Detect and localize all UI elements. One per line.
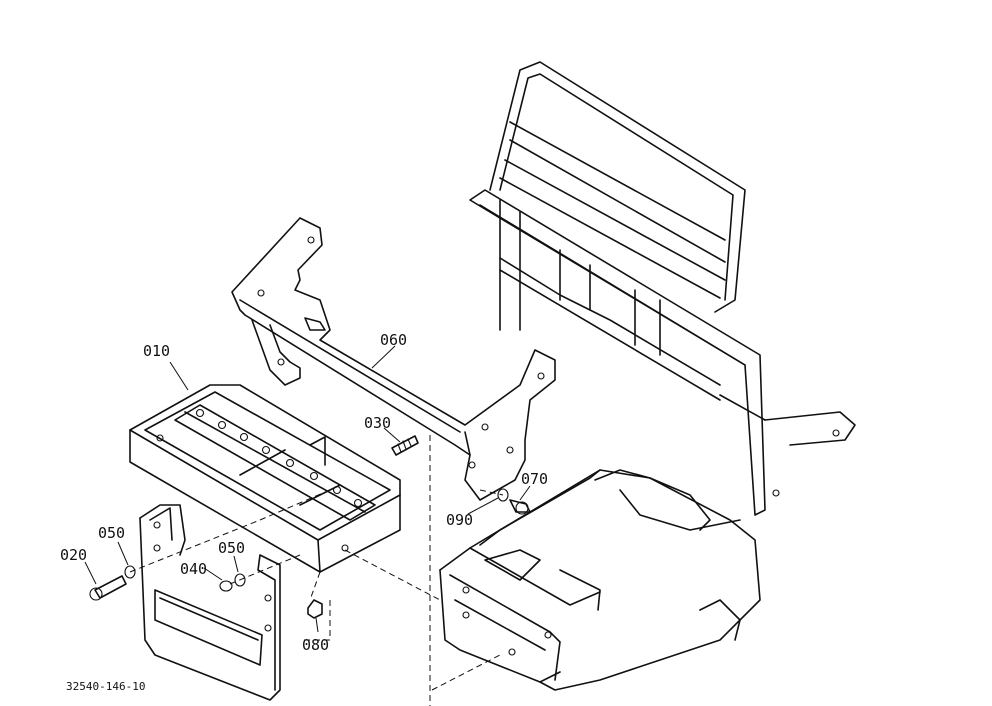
label-010: 010 xyxy=(143,342,170,360)
label-090: 090 xyxy=(446,511,473,529)
transmission-housing xyxy=(439,469,761,691)
bolt-070 xyxy=(509,499,531,515)
bolt-020 xyxy=(89,575,127,601)
mounting-stay xyxy=(139,504,281,701)
bolt-030 xyxy=(391,435,419,456)
washer-090 xyxy=(497,488,509,502)
leader-lines xyxy=(84,345,531,633)
label-050-right: 050 xyxy=(218,539,245,557)
bracket-060 xyxy=(231,217,556,501)
washer-050-left xyxy=(124,565,136,579)
label-040: 040 xyxy=(180,560,207,578)
nut-040 xyxy=(219,580,233,592)
seat-back-rail xyxy=(489,61,746,313)
washer-050-right xyxy=(234,573,246,587)
seat-frame xyxy=(469,189,856,516)
assembly-lines xyxy=(129,435,504,706)
label-020: 020 xyxy=(60,546,87,564)
label-080: 080 xyxy=(302,636,329,654)
nut-080 xyxy=(307,599,323,619)
step-plate-010 xyxy=(129,384,401,573)
label-030: 030 xyxy=(364,414,391,432)
part-labels: 010 060 030 050 020 050 040 080 070 090 xyxy=(60,331,548,654)
drawing-code: 32540-146-10 xyxy=(66,680,145,693)
label-070: 070 xyxy=(521,470,548,488)
label-060: 060 xyxy=(380,331,407,349)
label-050-left: 050 xyxy=(98,524,125,542)
